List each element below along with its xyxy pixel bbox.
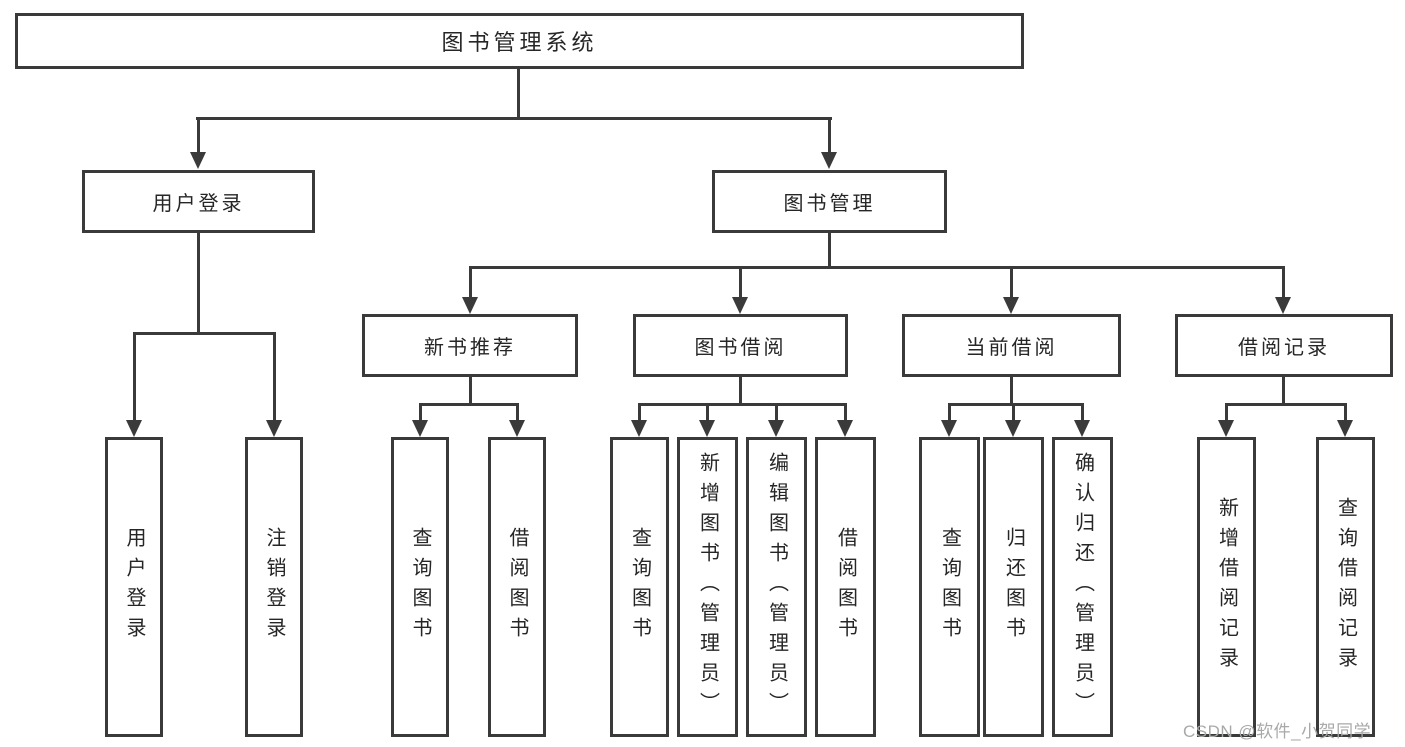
- leaf-newbook-borrow-books-label: 借阅图书: [506, 527, 528, 647]
- leaf-user-login-label: 用户登录: [123, 527, 145, 647]
- connector-current-borrow-drop-line: [1010, 377, 1013, 405]
- connector-current-borrow-split-line: [948, 403, 1084, 406]
- leaf-return-books-label: 归还图书: [1002, 527, 1025, 647]
- connector-book-mgmt-split-line: [469, 266, 1285, 269]
- node-book-borrowing: 图书借阅: [633, 314, 848, 377]
- leaf-confirm-return-admin: 确认归还（管理员）: [1052, 437, 1113, 737]
- connector-leaf-stub-line: [1344, 405, 1347, 420]
- leaf-newbook-query-books-label: 查询图书: [409, 527, 431, 647]
- connector-user-login-drop-line: [197, 233, 200, 334]
- leaf-borrowing-query-books-label: 查询图书: [628, 527, 651, 647]
- arrow-down-icon: [1005, 420, 1021, 437]
- arrow-down-icon: [509, 420, 525, 437]
- leaf-add-book-admin-label: 新增图书（管理员）: [696, 452, 719, 722]
- connector-leaf-stub-line: [419, 405, 422, 420]
- connector-leaf-stub-line: [273, 334, 276, 420]
- connector-leaf-stub-line: [775, 405, 778, 420]
- node-new-book-recommend: 新书推荐: [362, 314, 578, 377]
- arrow-down-icon: [768, 420, 784, 437]
- node-root-label: 图书管理系统: [441, 30, 598, 55]
- connector-book-mgmt-drop-line: [828, 233, 831, 268]
- leaf-borrowing-borrow-books-label: 借阅图书: [834, 527, 857, 647]
- leaf-user-login: 用户登录: [105, 437, 163, 737]
- connector-borrow-record-split-line: [1225, 403, 1347, 406]
- node-current-borrowing-label: 当前借阅: [965, 337, 1058, 359]
- connector-new-book-split-line: [419, 403, 519, 406]
- connector-new-book-stub-line: [469, 268, 472, 297]
- node-user-login: 用户登录: [82, 170, 315, 233]
- connector-leaf-stub-line: [516, 405, 519, 420]
- connector-current-borrow-stub-line: [1010, 268, 1013, 297]
- arrow-down-icon: [941, 420, 957, 437]
- connector-root-drop-line: [517, 69, 520, 119]
- arrow-down-icon: [821, 152, 837, 169]
- node-user-login-label: 用户登录: [152, 193, 245, 215]
- arrow-down-icon: [1275, 297, 1291, 314]
- node-current-borrowing: 当前借阅: [902, 314, 1121, 377]
- connector-user-login-stub-line: [197, 119, 200, 153]
- connector-leaf-stub-line: [706, 405, 709, 420]
- arrow-down-icon: [412, 420, 428, 437]
- connector-book-mgmt-stub-line: [828, 119, 831, 153]
- connector-leaf-stub-line: [844, 405, 847, 420]
- node-root-system: 图书管理系统: [15, 13, 1024, 69]
- leaf-borrowing-query-books: 查询图书: [610, 437, 669, 737]
- leaf-add-borrow-record-label: 新增借阅记录: [1215, 497, 1238, 677]
- arrow-down-icon: [837, 420, 853, 437]
- connector-book-borrow-stub-line: [739, 268, 742, 297]
- arrow-down-icon: [732, 297, 748, 314]
- leaf-borrowing-borrow-books: 借阅图书: [815, 437, 876, 737]
- connector-borrow-record-drop-line: [1282, 377, 1285, 405]
- leaf-return-books: 归还图书: [983, 437, 1044, 737]
- arrow-down-icon: [190, 152, 206, 169]
- arrow-down-icon: [1003, 297, 1019, 314]
- node-book-management: 图书管理: [712, 170, 947, 233]
- arrow-down-icon: [631, 420, 647, 437]
- connector-book-borrow-split-line: [638, 403, 847, 406]
- leaf-logout: 注销登录: [245, 437, 303, 737]
- leaf-current-query-books: 查询图书: [919, 437, 980, 737]
- connector-root-split-line: [196, 117, 832, 120]
- connector-leaf-stub-line: [1012, 405, 1015, 420]
- arrow-down-icon: [699, 420, 715, 437]
- connector-leaf-stub-line: [638, 405, 641, 420]
- leaf-confirm-return-admin-label: 确认归还（管理员）: [1071, 452, 1094, 722]
- connector-leaf-stub-line: [1225, 405, 1228, 420]
- leaf-add-borrow-record: 新增借阅记录: [1197, 437, 1256, 737]
- connector-leaf-stub-line: [133, 334, 136, 420]
- leaf-edit-book-admin-label: 编辑图书（管理员）: [765, 452, 788, 722]
- leaf-query-borrow-record-label: 查询借阅记录: [1334, 497, 1357, 677]
- arrow-down-icon: [126, 420, 142, 437]
- arrow-down-icon: [266, 420, 282, 437]
- connector-leaf-stub-line: [1081, 405, 1084, 420]
- leaf-newbook-borrow-books: 借阅图书: [488, 437, 546, 737]
- connector-new-book-drop-line: [469, 377, 472, 405]
- connector-leaf-stub-line: [948, 405, 951, 420]
- connector-borrow-record-stub-line: [1282, 268, 1285, 297]
- leaf-edit-book-admin: 编辑图书（管理员）: [746, 437, 807, 737]
- leaf-newbook-query-books: 查询图书: [391, 437, 449, 737]
- arrow-down-icon: [462, 297, 478, 314]
- node-borrowing-records-label: 借阅记录: [1238, 337, 1330, 359]
- csdn-watermark: CSDN @软件_小贺同学: [1183, 722, 1372, 741]
- node-book-borrowing-label: 图书借阅: [694, 337, 787, 359]
- node-borrowing-records: 借阅记录: [1175, 314, 1393, 377]
- leaf-query-borrow-record: 查询借阅记录: [1316, 437, 1375, 737]
- leaf-current-query-books-label: 查询图书: [938, 527, 961, 647]
- arrow-down-icon: [1337, 420, 1353, 437]
- arrow-down-icon: [1218, 420, 1234, 437]
- arrow-down-icon: [1074, 420, 1090, 437]
- node-book-management-label: 图书管理: [783, 193, 876, 215]
- connector-book-borrow-drop-line: [739, 377, 742, 405]
- connector-user-login-split-line: [133, 332, 276, 335]
- node-new-book-recommend-label: 新书推荐: [424, 337, 516, 359]
- leaf-logout-label: 注销登录: [263, 527, 285, 647]
- leaf-add-book-admin: 新增图书（管理员）: [677, 437, 738, 737]
